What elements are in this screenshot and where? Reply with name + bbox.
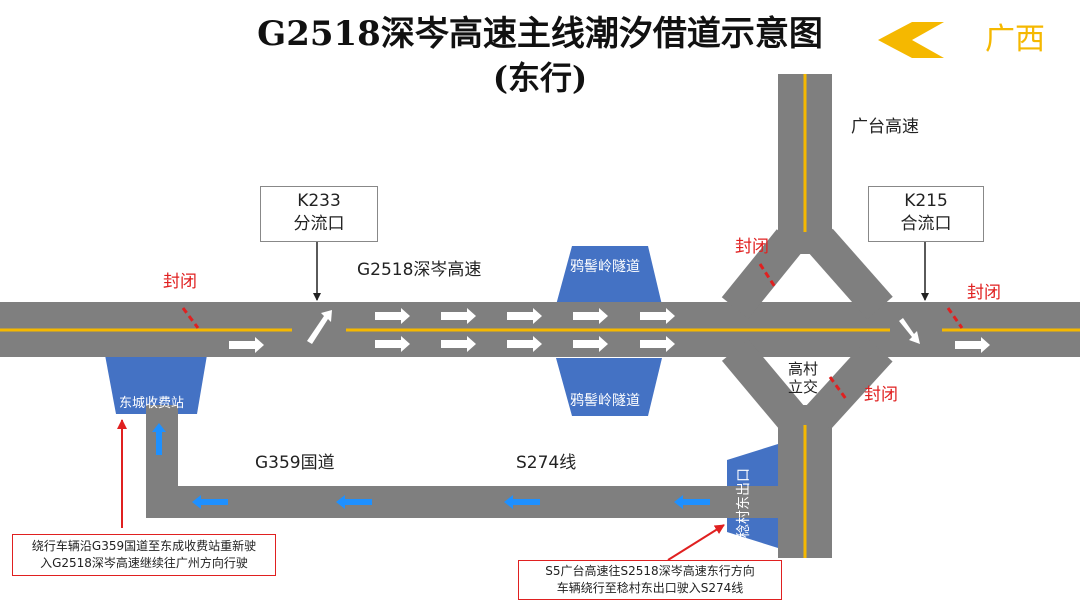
- merge-node-box: K215 合流口: [868, 186, 984, 242]
- road-label-guangtai: 广台高速: [851, 117, 919, 137]
- closure-marks: [181, 263, 964, 400]
- note-right-line2: 车辆绕行至稔村东出口驶入S274线: [556, 581, 744, 595]
- split-type: 分流口: [293, 214, 345, 234]
- page-subtitle: (东行): [492, 59, 588, 97]
- direction-label: 广西: [985, 22, 1045, 57]
- toll-station-label: 东城收费站: [119, 396, 185, 411]
- note-right: S5广台高速往S2518深岑高速东行方向 车辆绕行至稔村东出口驶入S274线: [518, 560, 782, 600]
- closed-label-west: 封闭: [163, 272, 197, 292]
- split-km: K233: [297, 191, 341, 211]
- merge-km: K215: [904, 191, 948, 211]
- merge-gap: [890, 327, 942, 333]
- interchange-label-line2: 立交: [788, 378, 819, 396]
- merge-type: 合流口: [900, 214, 952, 234]
- tunnel-portal-bottom: [556, 358, 662, 416]
- flow-arrows-blue: [152, 423, 710, 509]
- interchange-bottom-join: [778, 405, 832, 425]
- road-label-expressway: G2518深岑高速: [357, 260, 482, 280]
- closed-label-south: 封闭: [864, 385, 898, 405]
- exit-label: 稔村东出口: [736, 468, 752, 538]
- page-title: G2518深岑高速主线潮汐借道示意图: [257, 14, 823, 54]
- note-left-line1: 绕行车辆沿G359国道至东成收费站重新驶: [31, 539, 257, 553]
- interchange-top-join: [778, 232, 832, 254]
- split-node-box: K233 分流口: [260, 186, 378, 242]
- note-left-line2: 入G2518深岑高速继续往广州方向行驶: [40, 556, 248, 570]
- toll-plaza-structure: [105, 355, 207, 414]
- note-left: 绕行车辆沿G359国道至东成收费站重新驶 入G2518深岑高速继续往广州方向行驶: [12, 534, 276, 576]
- tunnel-portal-top: [556, 246, 662, 305]
- closed-label-north: 封闭: [735, 237, 769, 257]
- road-label-national: G359国道: [255, 453, 335, 473]
- interchange-label-line1: 高村: [788, 360, 819, 378]
- note-right-line1: S5广台高速往S2518深岑高速东行方向: [545, 564, 755, 578]
- closed-label-east: 封闭: [967, 283, 1001, 303]
- right-note-arrow: [667, 524, 725, 561]
- tunnel-label-top: 鸦髻岭隧道: [570, 259, 640, 275]
- tunnel-label-bottom: 鸦髻岭隧道: [570, 393, 640, 409]
- direction-chevron-icon: [878, 22, 944, 58]
- road-label-provincial: S274线: [516, 453, 577, 473]
- flow-arrows-white: [229, 308, 990, 353]
